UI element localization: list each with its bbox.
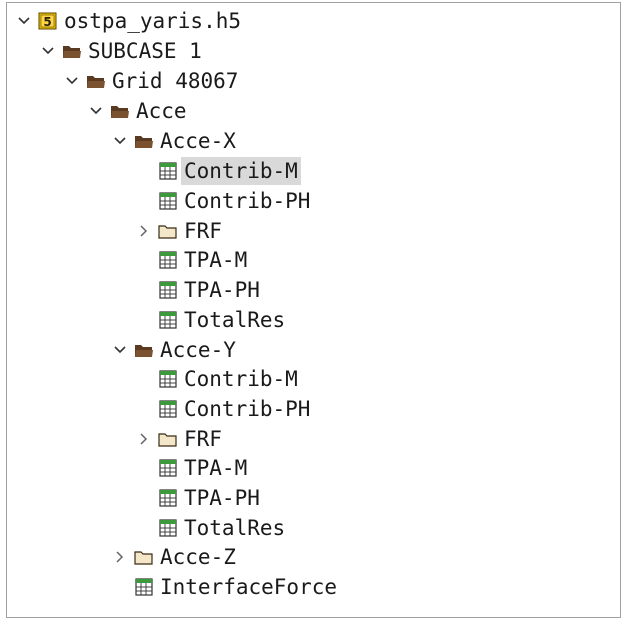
tree-node-label: SUBCASE 1 xyxy=(88,39,202,63)
tree-node-acce[interactable]: Acce xyxy=(87,97,190,125)
table-icon xyxy=(157,365,179,393)
tree-node-label: ostpa_yaris.h5 xyxy=(64,9,242,33)
tree-node-label: Acce-Z xyxy=(160,545,236,569)
tree-node-label: TPA-M xyxy=(184,248,248,272)
tree-node-acce-x[interactable]: Acce-X xyxy=(111,127,239,155)
table-icon xyxy=(157,246,179,274)
tree-node-file-root[interactable]: 5 ostpa_yaris.h5 xyxy=(15,7,244,35)
tree-node-frf[interactable]: FRF xyxy=(135,425,225,453)
table-icon xyxy=(157,187,179,215)
folder-open-icon xyxy=(109,97,131,125)
tree-node-frf[interactable]: FRF xyxy=(135,217,225,245)
tree-node-label: Acce-X xyxy=(160,129,236,153)
tree-node-tpa-m[interactable]: TPA-M xyxy=(135,246,250,274)
tree-node-label: InterfaceForce xyxy=(160,575,338,599)
tree-node-totalres[interactable]: TotalRes xyxy=(135,514,288,542)
chevron-down-icon[interactable] xyxy=(111,336,129,364)
tree-node-tpa-m[interactable]: TPA-M xyxy=(135,454,250,482)
tree-node-label: TotalRes xyxy=(184,308,286,332)
tree-node-label: FRF xyxy=(184,219,222,243)
h5-file-icon: 5 xyxy=(37,7,59,35)
chevron-down-icon[interactable] xyxy=(39,37,57,65)
folder-closed-icon xyxy=(157,425,179,453)
tree-node-acce-z[interactable]: Acce-Z xyxy=(111,543,239,571)
folder-closed-icon xyxy=(157,217,179,245)
tree-node-contrib-ph[interactable]: Contrib-PH xyxy=(135,395,313,423)
chevron-down-icon[interactable] xyxy=(111,127,129,155)
chevron-right-icon[interactable] xyxy=(135,217,153,245)
chevron-down-icon[interactable] xyxy=(87,97,105,125)
folder-open-icon xyxy=(133,336,155,364)
tree-node-label: TotalRes xyxy=(184,516,286,540)
table-icon xyxy=(157,306,179,334)
tree-node-label: TPA-PH xyxy=(184,278,260,302)
folder-open-icon xyxy=(85,67,107,95)
tree-node-contrib-m[interactable]: Contrib-M xyxy=(135,365,301,393)
tree-node-label: Contrib-M xyxy=(184,367,298,391)
tree-node-contrib-ph[interactable]: Contrib-PH xyxy=(135,187,313,215)
chevron-down-icon[interactable] xyxy=(63,67,81,95)
table-icon xyxy=(133,573,155,601)
tree-node-label: TPA-M xyxy=(184,456,248,480)
tree-node-label: TPA-PH xyxy=(184,486,260,510)
tree-node-contrib-m[interactable]: Contrib-M xyxy=(135,157,301,185)
tree-node-grid[interactable]: Grid 48067 xyxy=(63,67,241,95)
chevron-right-icon[interactable] xyxy=(111,543,129,571)
table-icon xyxy=(157,276,179,304)
tree-node-label: FRF xyxy=(184,427,222,451)
table-icon xyxy=(157,514,179,542)
tree-node-label: Contrib-PH xyxy=(184,189,311,213)
folder-open-icon xyxy=(133,127,155,155)
chevron-right-icon[interactable] xyxy=(135,425,153,453)
tree-node-tpa-ph[interactable]: TPA-PH xyxy=(135,276,263,304)
table-icon xyxy=(157,484,179,512)
chevron-down-icon[interactable] xyxy=(15,7,33,35)
tree-node-interfaceforce[interactable]: InterfaceForce xyxy=(111,573,340,601)
tree-node-tpa-ph[interactable]: TPA-PH xyxy=(135,484,263,512)
tree-node-subcase[interactable]: SUBCASE 1 xyxy=(39,37,205,65)
tree-node-totalres[interactable]: TotalRes xyxy=(135,306,288,334)
tree-node-label: Acce xyxy=(136,99,187,123)
table-icon xyxy=(157,157,179,185)
tree-node-label: Grid 48067 xyxy=(112,69,239,93)
tree-node-label: Contrib-PH xyxy=(184,397,311,421)
tree-node-label: Contrib-M xyxy=(181,157,301,185)
folder-open-icon xyxy=(61,37,83,65)
hdf-tree-view[interactable]: 5 ostpa_yaris.h5 SUBCASE 1 Grid 48067 xyxy=(6,2,621,618)
table-icon xyxy=(157,454,179,482)
tree-node-acce-y[interactable]: Acce-Y xyxy=(111,336,239,364)
svg-text:5: 5 xyxy=(43,15,51,29)
tree-node-label: Acce-Y xyxy=(160,338,236,362)
table-icon xyxy=(157,395,179,423)
folder-closed-icon xyxy=(133,543,155,571)
